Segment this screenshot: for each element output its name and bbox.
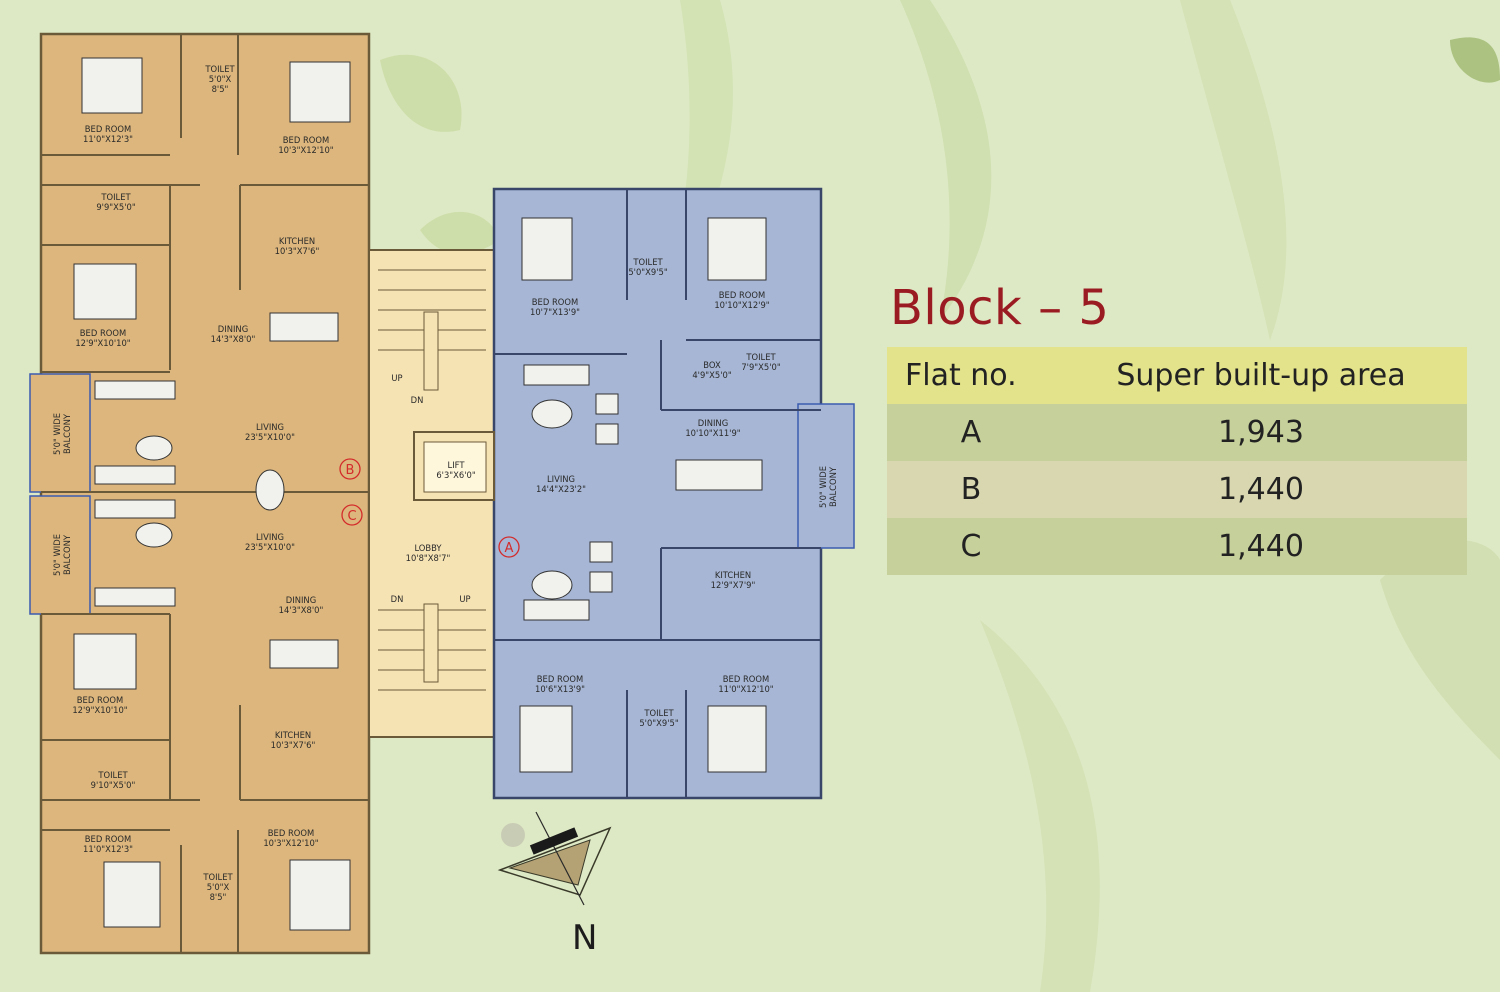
area-cell: 1,440 <box>1218 472 1304 507</box>
area-table: Flat no. Super built-up area A 1,943 B 1… <box>887 347 1467 575</box>
table-row: A 1,943 <box>887 404 1467 461</box>
area-cell: 1,943 <box>1218 415 1304 450</box>
room-label-core-up: UP <box>391 373 402 383</box>
flat-marker-a: A <box>505 541 514 556</box>
balcony-a <box>797 403 855 549</box>
flat-no-cell: B <box>960 472 982 507</box>
compass-icon <box>497 811 612 906</box>
header-flat-no: Flat no. <box>905 358 1017 393</box>
area-table-header: Flat no. Super built-up area <box>887 347 1467 404</box>
flat-no-cell: C <box>960 529 982 564</box>
room-label-bc-balcony-top: 5'0" WIDEBALCONY <box>52 413 72 455</box>
flat-bc-walls <box>41 34 369 953</box>
room-label-core-dn2: DN <box>391 594 404 604</box>
balcony-b <box>29 373 91 493</box>
table-row: C 1,440 <box>887 518 1467 575</box>
room-label-a-balcony: 5'0" WIDEBALCONY <box>818 466 838 508</box>
flat-no-cell: A <box>960 415 982 450</box>
north-label: N <box>572 918 598 958</box>
table-row: B 1,440 <box>887 461 1467 518</box>
flat-a-block <box>492 187 823 800</box>
block-title: Block – 5 <box>890 280 1110 336</box>
flat-a-walls <box>494 189 821 798</box>
flat-bc-block <box>39 32 371 955</box>
flat-markers: B C A <box>339 458 520 558</box>
area-cell: 1,440 <box>1218 529 1304 564</box>
room-label-core-up2: UP <box>459 594 470 604</box>
room-label-core-dn: DN <box>411 395 424 405</box>
flat-marker-b: B <box>346 463 355 478</box>
room-label-bc-balcony-bottom: 5'0" WIDEBALCONY <box>52 534 72 576</box>
header-super-area: Super built-up area <box>1116 358 1406 393</box>
flat-marker-c: C <box>347 509 356 524</box>
furniture <box>73 57 767 931</box>
